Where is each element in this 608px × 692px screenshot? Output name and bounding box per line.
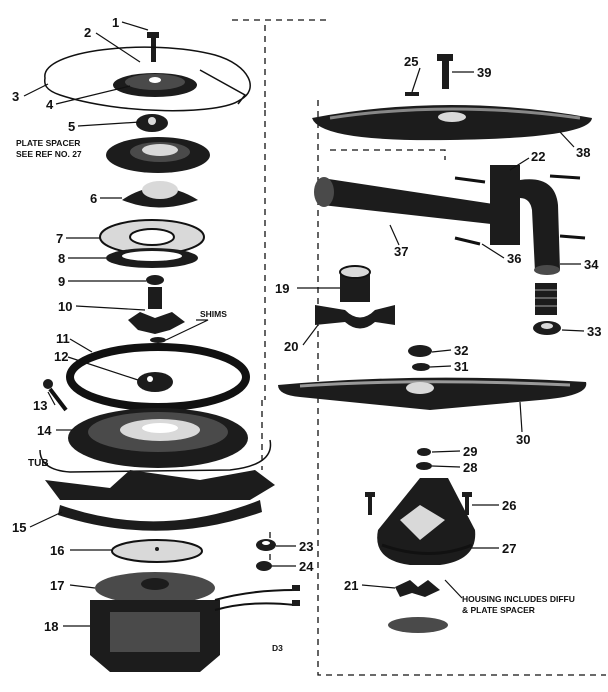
callout-27: 27 xyxy=(502,541,516,556)
part-39-pin xyxy=(437,54,453,89)
part-31-washer xyxy=(412,363,430,371)
callout-33: 33 xyxy=(587,324,601,339)
callout-2: 2 xyxy=(84,25,91,40)
part-28-washer xyxy=(416,462,432,470)
callout-31: 31 xyxy=(454,359,468,374)
callout-14: 14 xyxy=(37,423,52,438)
part-15-base-ring xyxy=(58,500,262,531)
callout-29: 29 xyxy=(463,444,477,459)
part-12-cup xyxy=(137,372,173,392)
part-24-grommet xyxy=(256,561,272,571)
part-8-seal xyxy=(106,248,198,268)
callout-7: 7 xyxy=(56,231,63,246)
callouts: 1 2 3 4 5 6 7 8 9 10 11 12 13 14 15 16 1… xyxy=(12,15,601,634)
callout-11: 11 xyxy=(56,331,70,346)
part-26-screws xyxy=(365,492,472,515)
note-plate-spacer-2: SEE REF NO. 27 xyxy=(16,149,82,159)
part-20-bracket xyxy=(315,305,395,329)
page-code: D3 xyxy=(272,643,283,653)
callout-26: 26 xyxy=(502,498,516,513)
part-19-bushing xyxy=(339,265,371,302)
note-shims: SHIMS xyxy=(200,309,227,319)
note-housing-2: & PLATE SPACER xyxy=(462,605,535,615)
callout-38: 38 xyxy=(576,145,590,160)
part-30-lower-spray-arm xyxy=(278,377,587,410)
callout-23: 23 xyxy=(299,539,313,554)
callout-32: 32 xyxy=(454,343,468,358)
callout-34: 34 xyxy=(584,257,599,272)
part-36-clamp xyxy=(454,234,586,246)
callout-10: 10 xyxy=(58,299,72,314)
callout-25: 25 xyxy=(404,54,418,69)
callout-30: 30 xyxy=(516,432,530,447)
part-10-impeller xyxy=(128,287,185,334)
part-21-impeller xyxy=(395,580,440,597)
plate-spacer xyxy=(106,137,210,173)
part-34-elbow-hose xyxy=(520,179,560,275)
callout-24: 24 xyxy=(299,559,314,574)
part-11-o-ring xyxy=(66,343,250,411)
callout-12: 12 xyxy=(54,349,68,364)
callout-37: 37 xyxy=(394,244,408,259)
part-5-impeller xyxy=(136,114,168,132)
callout-39: 39 xyxy=(477,65,491,80)
part-25-clip xyxy=(405,92,419,96)
callout-8: 8 xyxy=(58,251,65,266)
part-16-disc xyxy=(111,539,203,563)
notes: PLATE SPACER SEE REF NO. 27 SHIMS TUB HO… xyxy=(16,138,575,653)
callout-9: 9 xyxy=(58,274,65,289)
callout-16: 16 xyxy=(50,543,64,558)
part-23-grommet xyxy=(256,539,276,551)
callout-28: 28 xyxy=(463,460,477,475)
part-33-nut xyxy=(533,321,561,335)
part-38-upper-spray-arm xyxy=(312,105,592,141)
note-housing-1: HOUSING INCLUDES DIFFU xyxy=(462,594,575,604)
part-6-cover xyxy=(122,181,198,208)
tub-section xyxy=(39,439,275,500)
part-27-housing-diffuser xyxy=(377,478,476,565)
callout-21: 21 xyxy=(344,578,358,593)
callout-5: 5 xyxy=(68,119,75,134)
callout-19: 19 xyxy=(275,281,289,296)
part-18-motor xyxy=(90,585,300,672)
part-37-manifold-tube xyxy=(314,165,520,245)
part-9-nut xyxy=(146,275,164,285)
part-22-screws xyxy=(454,174,581,184)
callout-1: 1 xyxy=(112,15,119,30)
part-13-bolt xyxy=(43,379,68,412)
part-1-screw xyxy=(147,32,159,62)
callout-4: 4 xyxy=(46,97,54,112)
part-32-cap xyxy=(408,345,432,357)
callout-20: 20 xyxy=(284,339,298,354)
callout-15: 15 xyxy=(12,520,26,535)
part-17-fan xyxy=(95,572,215,604)
part-3-wire-ring xyxy=(43,46,251,112)
callout-36: 36 xyxy=(507,251,521,266)
part-screen xyxy=(388,617,448,633)
part-7-plate xyxy=(99,219,205,255)
callout-22: 22 xyxy=(531,149,545,164)
note-tub: TUB xyxy=(28,458,49,469)
callout-13: 13 xyxy=(33,398,47,413)
leader-lines xyxy=(23,21,585,627)
note-plate-spacer-1: PLATE SPACER xyxy=(16,138,80,148)
hose-spring xyxy=(535,283,557,315)
callout-17: 17 xyxy=(50,578,64,593)
part-14-pump-housing xyxy=(68,408,248,468)
part-2-hub xyxy=(113,73,197,97)
callout-3: 3 xyxy=(12,89,19,104)
part-29-washer xyxy=(417,448,431,456)
callout-6: 6 xyxy=(90,191,97,206)
callout-18: 18 xyxy=(44,619,58,634)
